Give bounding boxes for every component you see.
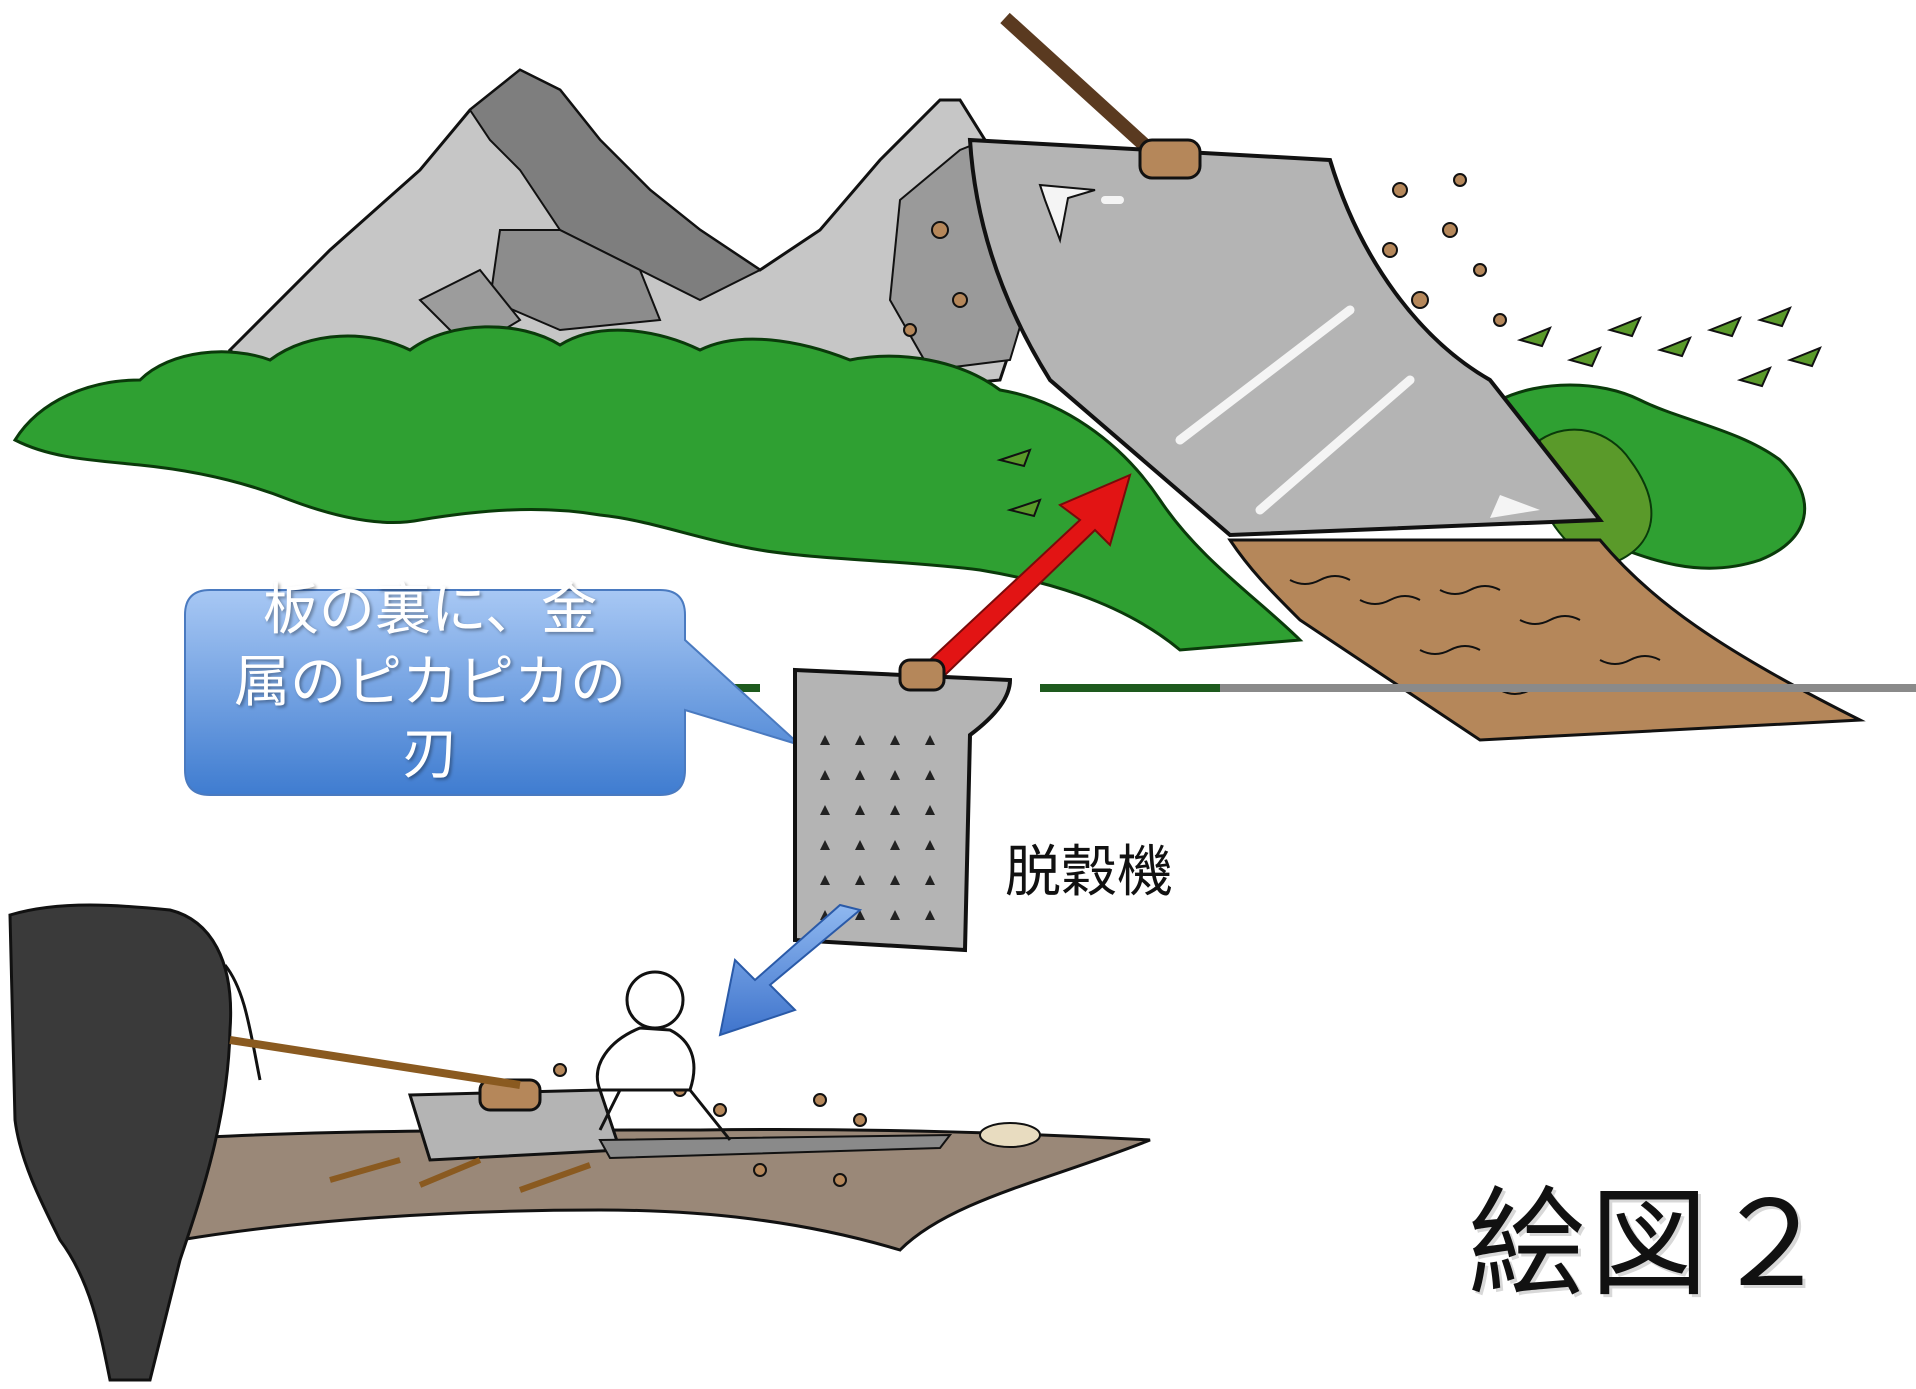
callout-line-3: 刃: [402, 722, 458, 787]
callout-line-2: 属のピカピカの: [234, 650, 626, 715]
thresher-label: 脱穀機: [1005, 840, 1173, 905]
threshing-ground: [158, 1053, 1151, 1252]
ox-icon: [8, 903, 521, 1382]
plowed-earth: [1227, 538, 1866, 742]
blue-arrow-icon: [718, 903, 863, 1037]
farmer-icon: [595, 970, 732, 1141]
callout-bubble: [184, 589, 801, 796]
figure-label: 絵図２: [1468, 1175, 1835, 1313]
bush-icon: [12, 306, 1822, 652]
callout-text: 板の裏に、金 属のピカピカの 刃: [180, 575, 680, 791]
sledge-plate-icon: [903, 12, 1604, 538]
red-arrow-icon: [928, 473, 1132, 677]
threshing-board-icon: [793, 658, 1013, 953]
callout-line-1: 板の裏に、金: [262, 578, 598, 643]
